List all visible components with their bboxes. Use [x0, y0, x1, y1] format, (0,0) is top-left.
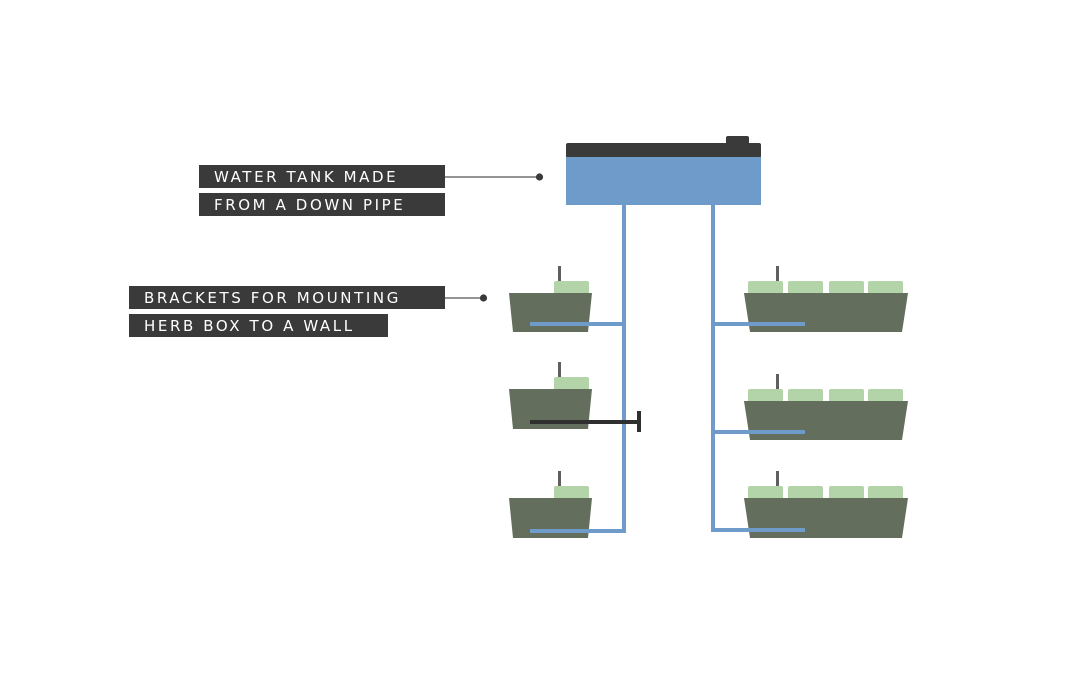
plant-stake: [558, 471, 561, 487]
water-tank: [566, 136, 761, 205]
plant-stake: [776, 471, 779, 487]
planter-box: [509, 389, 592, 429]
planter-box: [744, 401, 908, 440]
plant: [868, 486, 903, 499]
pipe-outlets: [530, 322, 805, 533]
tank-label-line-2: FROM A DOWN PIPE: [199, 193, 445, 216]
planter-small-bottom: [509, 471, 592, 538]
tank-lid: [566, 143, 761, 158]
pipe-network: [530, 205, 805, 533]
plant: [829, 389, 864, 402]
plant: [554, 281, 589, 294]
plant-stake: [776, 266, 779, 282]
plant: [554, 486, 589, 499]
plant-stake: [558, 362, 561, 378]
leader-dot-brackets: [479, 294, 488, 302]
plant: [788, 486, 823, 499]
plant: [788, 389, 823, 402]
plant: [554, 377, 589, 390]
planter-large-bottom: [744, 471, 908, 538]
plant: [748, 281, 783, 294]
plant: [748, 389, 783, 402]
bracket-label-line-1: BRACKETS FOR MOUNTING: [129, 286, 445, 309]
plant: [829, 281, 864, 294]
plant: [748, 486, 783, 499]
wall-bracket: [530, 411, 641, 432]
planter-box: [509, 498, 592, 538]
leader-dot-tank: [535, 173, 544, 181]
pipe-left-main: [530, 205, 626, 533]
bracket-arm: [530, 420, 639, 424]
plant: [788, 281, 823, 294]
tank-label-line-1: WATER TANK MADE: [199, 165, 445, 188]
planter-large-top: [744, 266, 908, 332]
bracket-label-line-2: HERB BOX TO A WALL: [129, 314, 388, 337]
plant-stake: [558, 266, 561, 282]
bracket-end-plate: [637, 411, 641, 432]
pipe-right-main: [711, 205, 805, 532]
leader-lines: [445, 173, 544, 302]
planter-small-middle: [509, 362, 592, 429]
plant: [868, 389, 903, 402]
plant: [829, 486, 864, 499]
tank-cap: [726, 136, 749, 145]
tank-body: [566, 157, 761, 205]
plant: [868, 281, 903, 294]
planter-box: [744, 293, 908, 332]
planter-box: [509, 293, 592, 332]
plant-stake: [776, 374, 779, 390]
